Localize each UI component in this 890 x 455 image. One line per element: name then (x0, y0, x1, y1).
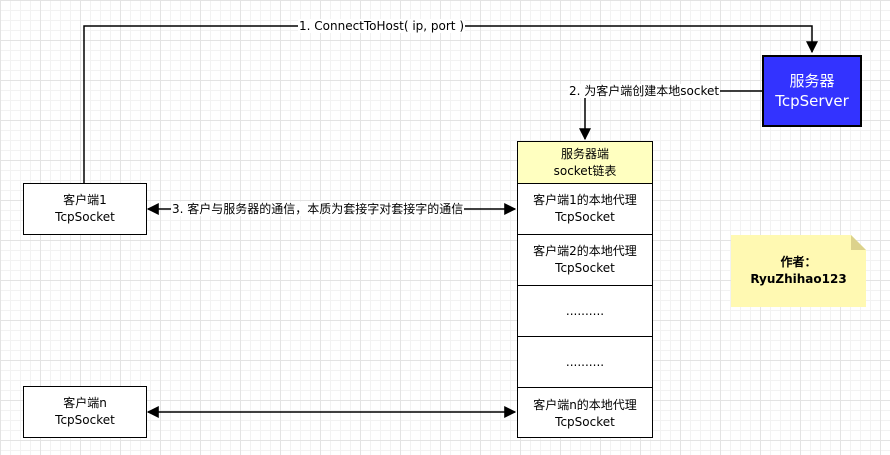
author-note: 作者： RyuZhihao123 (731, 235, 866, 307)
list-item-type: TcpSocket (555, 210, 615, 224)
list-item[interactable]: .......... (518, 286, 652, 337)
list-item[interactable]: 客户端1的本地代理 TcpSocket (518, 184, 652, 235)
list-item[interactable]: 客户端n的本地代理 TcpSocket (518, 388, 652, 439)
list-item-title: 客户端1的本地代理 (533, 193, 637, 207)
socket-list-title: 服务器端 (560, 146, 609, 161)
server-node[interactable]: 服务器 TcpServer (762, 55, 862, 127)
client1-title: 客户端1 (63, 193, 107, 207)
client1-node[interactable]: 客户端1 TcpSocket (23, 183, 147, 235)
author-name: RyuZhihao123 (750, 272, 847, 286)
server-title: 服务器 (789, 72, 835, 90)
list-item[interactable]: 客户端2的本地代理 TcpSocket (518, 235, 652, 286)
create-socket-arrow (579, 90, 762, 141)
list-item-ellipsis: .......... (565, 303, 605, 318)
client1-type: TcpSocket (55, 210, 115, 224)
clientn-title: 客户端n (63, 396, 107, 410)
connect-arrow (83, 25, 818, 183)
step2-label: 2. 为客户端创建本地socket (568, 84, 721, 98)
socket-list: 服务器端 socket链表 客户端1的本地代理 TcpSocket 客户端2的本… (517, 141, 653, 438)
list-item-type: TcpSocket (555, 414, 615, 429)
clientn-node[interactable]: 客户端n TcpSocket (23, 386, 147, 438)
list-item-ellipsis: .......... (565, 354, 605, 369)
socket-list-subtitle: socket链表 (553, 163, 617, 178)
list-item-title: 客户端n的本地代理 (533, 397, 637, 412)
step1-label: 1. ConnectToHost( ip, port ) (298, 19, 466, 33)
clientn-type: TcpSocket (55, 413, 115, 427)
list-item[interactable]: .......... (518, 337, 652, 388)
list-item-title: 客户端2的本地代理 (533, 244, 637, 258)
socket-list-header: 服务器端 socket链表 (518, 142, 652, 184)
server-type: TcpServer (775, 92, 849, 110)
list-item-type: TcpSocket (555, 261, 615, 275)
step3-label: 3. 客户与服务器的通信，本质为套接字对套接字的通信 (171, 202, 465, 216)
author-label: 作者： (780, 255, 817, 269)
